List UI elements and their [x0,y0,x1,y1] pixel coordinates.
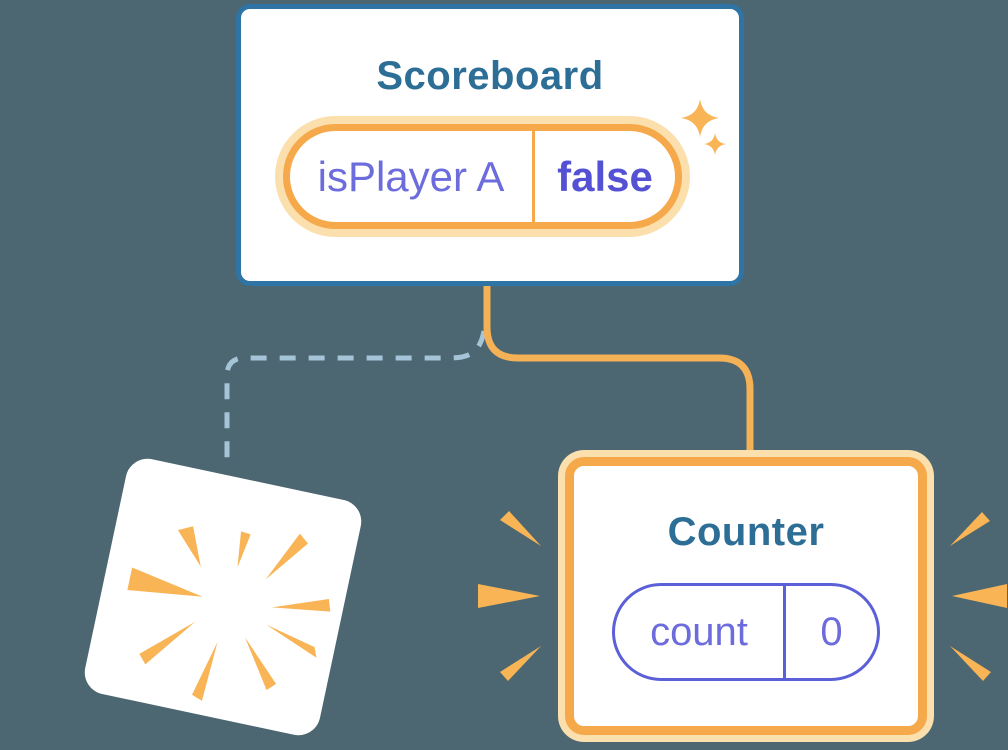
scoreboard-title: Scoreboard [376,54,604,98]
scoreboard-state-pill: isPlayer A false [275,116,690,237]
scoreboard-state-value: false [557,152,653,200]
removed-component-card [80,454,366,740]
counter-burst-right-icon [950,512,1007,681]
counter-burst-left-icon [478,511,541,681]
scoreboard-state-name: isPlayer A [290,131,535,222]
sparkles-icon [680,98,727,156]
counter-state-value: 0 [820,609,843,654]
counter-state-name: count [615,586,786,678]
counter-component-card: Counter count 0 [558,450,934,742]
counter-state-pill: count 0 [612,583,880,681]
dashed-connector-line [224,330,487,470]
counter-title: Counter [667,510,825,554]
poof-burst-icon [127,526,331,701]
scoreboard-component-card: Scoreboard isPlayer A false [236,4,744,286]
scoreboard-state-pill-ring: isPlayer A false [283,124,682,229]
solid-connector-line [483,286,754,452]
